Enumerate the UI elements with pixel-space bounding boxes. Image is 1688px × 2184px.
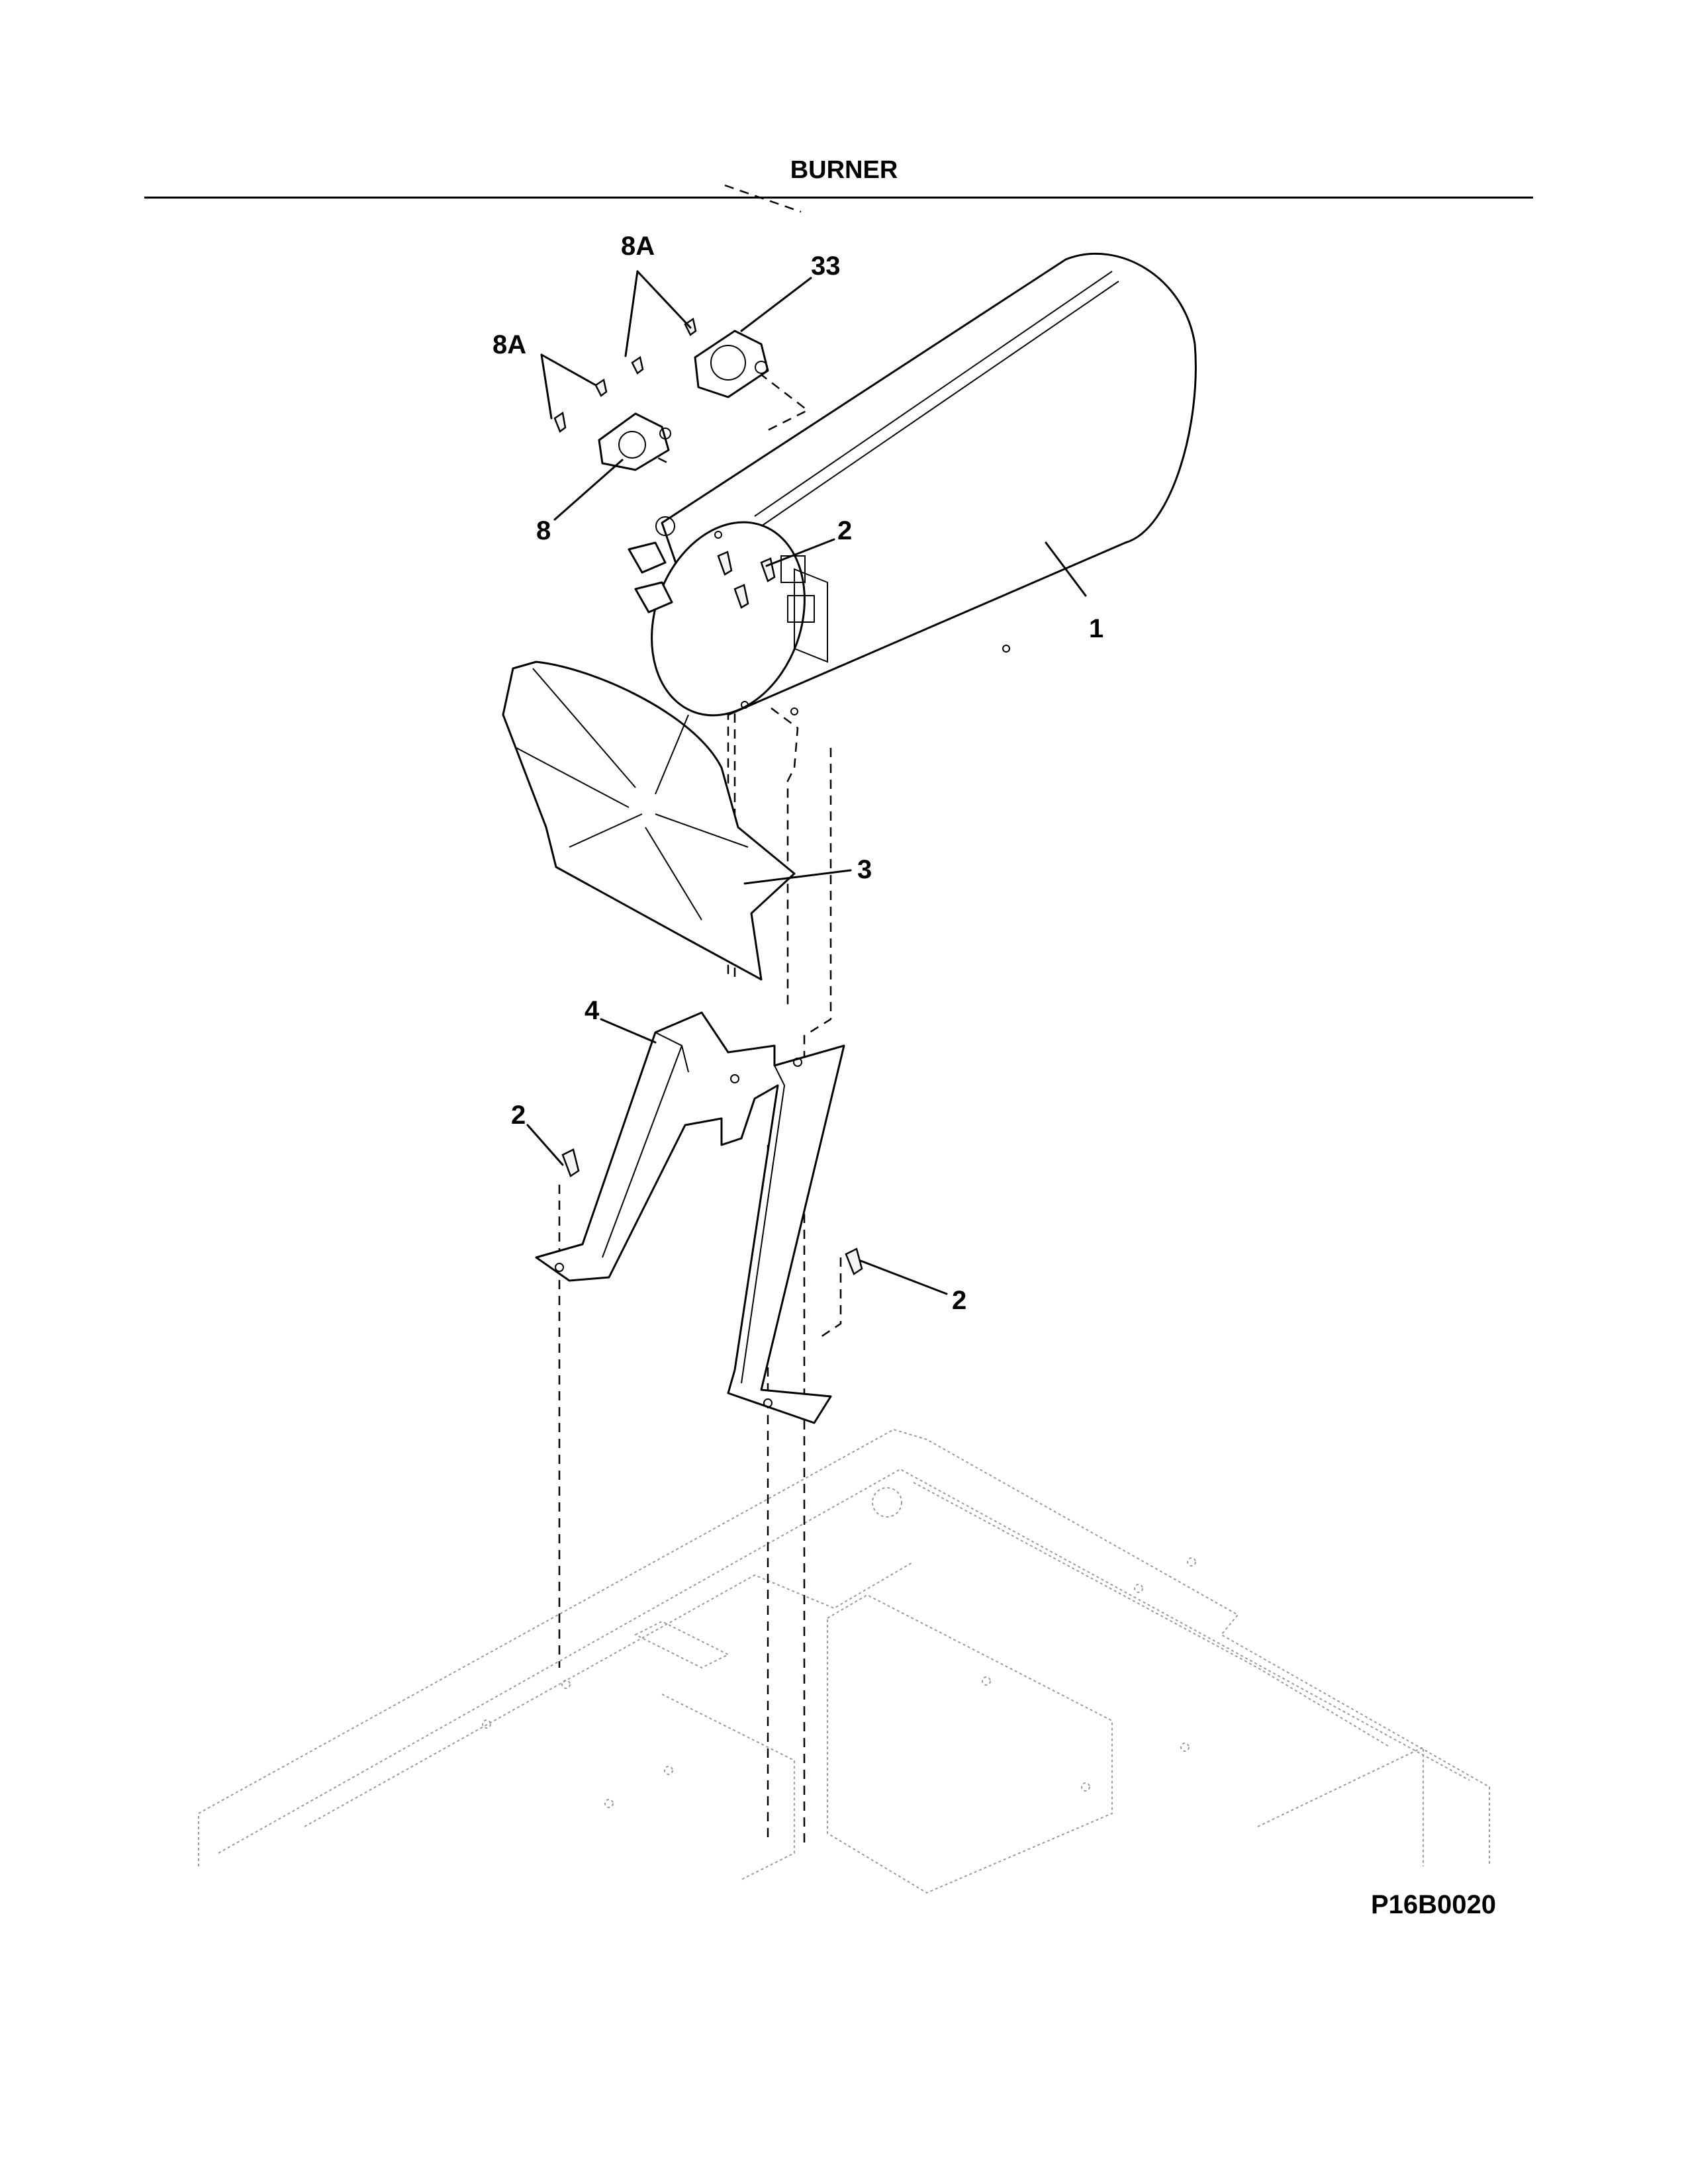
cabinet-base bbox=[198, 1428, 1490, 1894]
burner-cylinder bbox=[651, 252, 1197, 717]
burner-shield bbox=[502, 660, 796, 981]
callout-8: 8 bbox=[536, 516, 551, 545]
diagram-code: P16B0020 bbox=[1370, 1890, 1496, 1919]
callout-2-right: 2 bbox=[952, 1286, 966, 1315]
callout-33: 33 bbox=[811, 251, 841, 281]
callout-4: 4 bbox=[585, 996, 600, 1025]
callout-3: 3 bbox=[857, 855, 872, 884]
callout-2-top: 2 bbox=[837, 516, 852, 545]
title-rule bbox=[144, 197, 1533, 199]
callout-8a-top: 8A bbox=[621, 232, 655, 261]
callout-1: 1 bbox=[1089, 614, 1103, 643]
burner-bracket bbox=[535, 1011, 845, 1424]
burner-sensors bbox=[628, 541, 673, 614]
page-title: BURNER bbox=[790, 156, 898, 184]
callout-8a-left: 8A bbox=[492, 330, 526, 359]
mounting-screws bbox=[553, 317, 863, 1275]
callout-labels: 8A 33 8A 8 2 1 3 4 2 2 bbox=[492, 232, 1103, 1315]
thermostat-33 bbox=[694, 330, 769, 398]
callout-2-left: 2 bbox=[511, 1101, 526, 1130]
hi-limit-thermostat bbox=[598, 412, 671, 471]
leader-lines bbox=[526, 270, 1087, 1295]
